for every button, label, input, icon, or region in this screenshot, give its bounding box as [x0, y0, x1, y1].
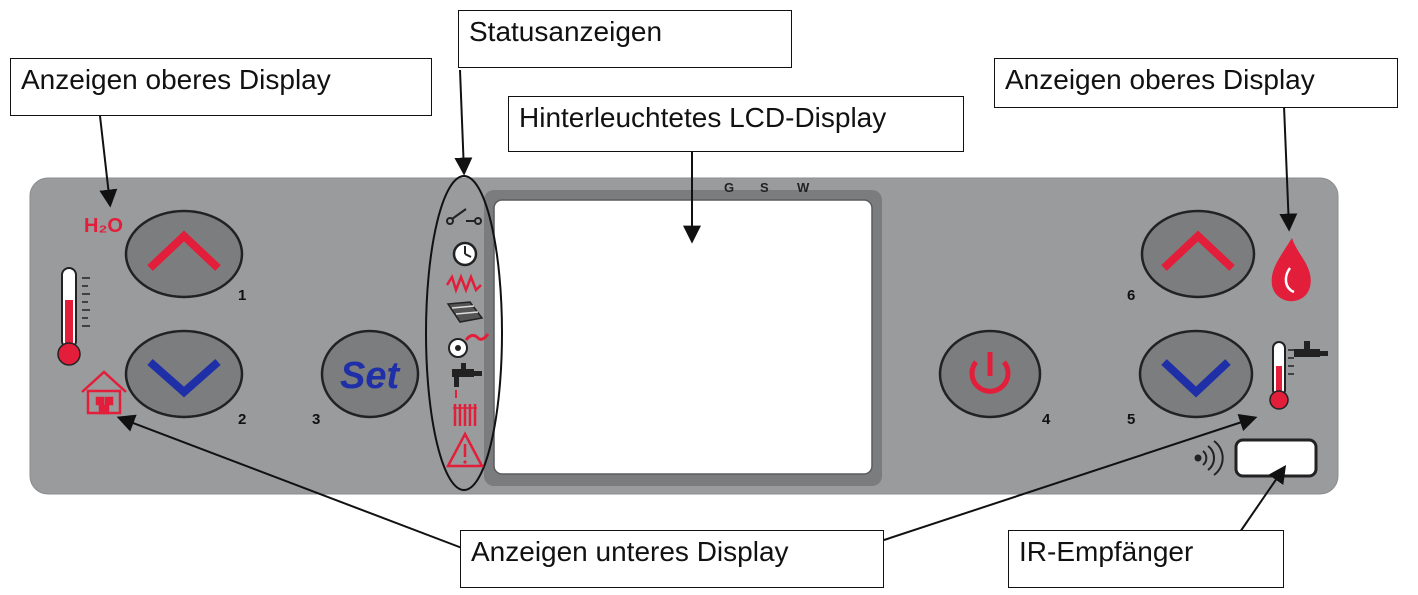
tap-icon	[452, 363, 482, 398]
radiator-icon	[453, 404, 477, 426]
callout-lcd-display: Hinterleuchtetes LCD-Display	[508, 96, 964, 152]
down-button-2[interactable]	[124, 329, 244, 419]
button-number-4: 4	[1042, 411, 1051, 428]
button-number-1: 1	[238, 287, 246, 304]
ir-receiver-window	[1234, 438, 1318, 478]
button-number-2: 2	[238, 411, 246, 428]
callout-top-left-display: Anzeigen oberes Display	[10, 58, 432, 116]
power-icon	[969, 360, 1011, 394]
thermometer-icon	[57, 267, 90, 366]
up-button-6[interactable]	[1140, 209, 1256, 299]
button-number-5: 5	[1127, 411, 1135, 428]
button-number-3: 3	[312, 411, 320, 428]
lcd-display	[484, 190, 882, 486]
status-icons-group	[425, 175, 503, 491]
lcd-header-w: W	[797, 180, 810, 195]
arrow-ir	[1239, 465, 1287, 533]
callout-ir-receiver: IR-Empfänger	[1008, 530, 1284, 588]
power-button-4[interactable]	[938, 329, 1042, 419]
switch-icon	[446, 208, 482, 225]
arrow-bottom-left	[116, 414, 463, 549]
heating-element-icon	[445, 273, 482, 294]
fan-icon	[448, 333, 490, 358]
chevron-down-icon	[147, 359, 221, 398]
callout-bottom-display: Anzeigen unteres Display	[460, 530, 884, 588]
lcd-header-g: G	[724, 180, 734, 195]
arrow-top-right	[1279, 105, 1298, 232]
up-button-1[interactable]	[124, 209, 244, 299]
button-number-6: 6	[1127, 287, 1135, 304]
set-label: Set	[340, 355, 400, 397]
house-icon	[81, 370, 127, 415]
flame-drop-icon	[1271, 238, 1311, 302]
ir-signal-icon	[1194, 440, 1224, 476]
warning-icon	[445, 431, 485, 468]
arrow-top-left	[99, 115, 118, 208]
h2o-label: H₂O	[84, 215, 123, 237]
hot-water-thermometer-icon	[1269, 341, 1328, 410]
arrow-bottom-right	[883, 413, 1258, 541]
callout-top-right-display: Anzeigen oberes Display	[994, 58, 1398, 108]
clock-icon	[452, 241, 478, 267]
lcd-header-s: S	[760, 180, 769, 195]
chevron-up-icon	[1161, 230, 1235, 271]
pellet-auger-icon	[446, 301, 484, 323]
callout-status-indicators: Statusanzeigen	[458, 10, 792, 68]
arrow-status	[454, 69, 473, 176]
chevron-up-icon	[147, 230, 221, 271]
set-button-3[interactable]: Set	[320, 329, 420, 419]
down-button-5[interactable]	[1138, 329, 1254, 419]
chevron-down-icon	[1161, 359, 1231, 398]
